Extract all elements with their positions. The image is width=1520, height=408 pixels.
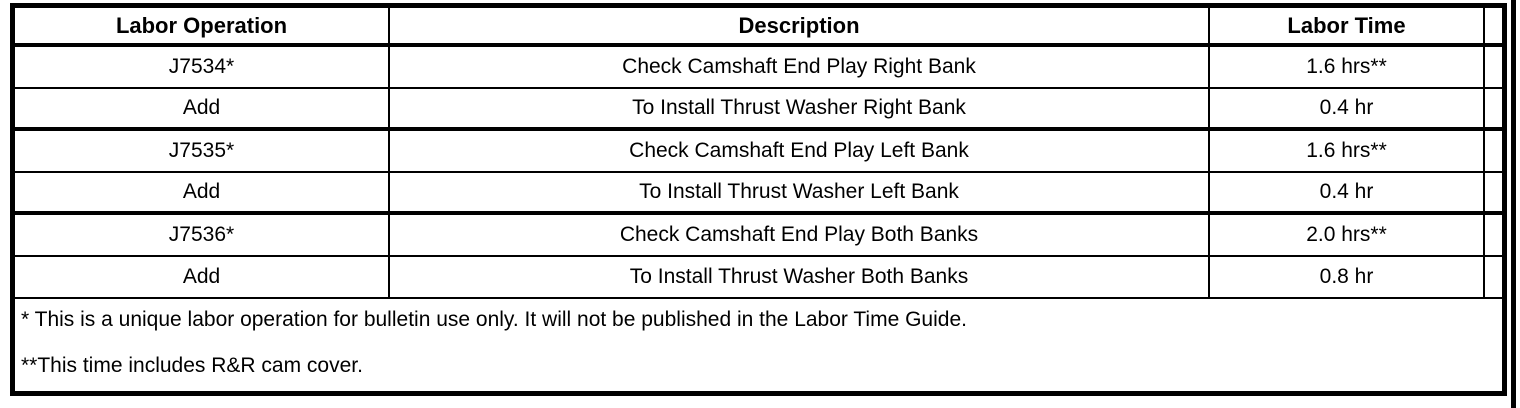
cell-labor-op: J7534* xyxy=(15,47,390,87)
table-footnotes: * This is a unique labor operation for b… xyxy=(15,299,1502,378)
cell-labor-op: J7535* xyxy=(15,131,390,171)
page-edge-line xyxy=(1511,0,1516,408)
spare-column-header-cell xyxy=(1485,8,1502,43)
spare-cell xyxy=(1485,173,1502,211)
cell-labor-time: 2.0 hrs** xyxy=(1210,215,1485,255)
spare-cell xyxy=(1485,89,1502,127)
table-row: J7534* Check Camshaft End Play Right Ban… xyxy=(15,47,1502,89)
labor-time-table: Labor Operation Description Labor Time J… xyxy=(10,3,1507,396)
cell-description: To Install Thrust Washer Both Banks xyxy=(390,257,1210,297)
cell-description: Check Camshaft End Play Left Bank xyxy=(390,131,1210,171)
cell-description: To Install Thrust Washer Right Bank xyxy=(390,89,1210,127)
cell-description: Check Camshaft End Play Both Banks xyxy=(390,215,1210,255)
cell-labor-op: J7536* xyxy=(15,215,390,255)
spare-cell xyxy=(1485,257,1502,297)
cell-labor-time: 0.4 hr xyxy=(1210,173,1485,211)
column-header-description: Description xyxy=(390,8,1210,43)
cell-labor-time: 0.4 hr xyxy=(1210,89,1485,127)
table-row: J7535* Check Camshaft End Play Left Bank… xyxy=(15,131,1502,173)
cell-description: To Install Thrust Washer Left Bank xyxy=(390,173,1210,211)
spare-cell xyxy=(1485,131,1502,171)
cell-labor-op: Add xyxy=(15,89,390,127)
cell-labor-op: Add xyxy=(15,173,390,211)
column-header-labor-operation: Labor Operation xyxy=(15,8,390,43)
spare-cell xyxy=(1485,215,1502,255)
footnote-rr-cam-cover: **This time includes R&R cam cover. xyxy=(21,354,363,377)
cell-labor-time: 1.6 hrs** xyxy=(1210,131,1485,171)
table-row: Add To Install Thrust Washer Left Bank 0… xyxy=(15,173,1502,215)
cell-labor-time: 0.8 hr xyxy=(1210,257,1485,297)
table-row: Add To Install Thrust Washer Right Bank … xyxy=(15,89,1502,131)
cell-labor-op: Add xyxy=(15,257,390,297)
footnote-unique-labor-op: * This is a unique labor operation for b… xyxy=(21,308,967,331)
table-row: Add To Install Thrust Washer Both Banks … xyxy=(15,257,1502,299)
column-header-labor-time: Labor Time xyxy=(1210,8,1485,43)
table-header-row: Labor Operation Description Labor Time xyxy=(15,8,1502,47)
spare-cell xyxy=(1485,47,1502,87)
cell-description: Check Camshaft End Play Right Bank xyxy=(390,47,1210,87)
cell-labor-time: 1.6 hrs** xyxy=(1210,47,1485,87)
table-row: J7536* Check Camshaft End Play Both Bank… xyxy=(15,215,1502,257)
